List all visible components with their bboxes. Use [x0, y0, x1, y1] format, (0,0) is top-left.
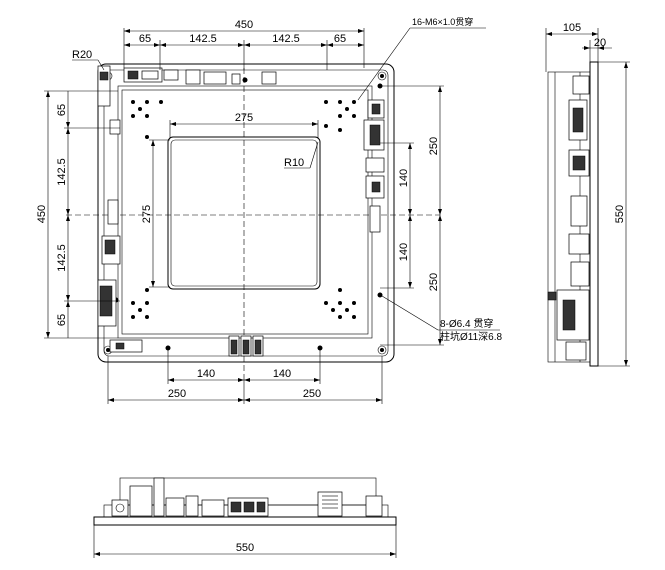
- side-view: 105 20 550: [545, 22, 630, 367]
- top-components: [123, 67, 277, 85]
- dim-side-height: 550: [614, 205, 626, 223]
- note-hole-line1: 8-Ø6.4 贯穿: [440, 317, 493, 330]
- dim-left-seg4: 65: [56, 314, 68, 326]
- left-components: [97, 65, 143, 353]
- side-flange: [589, 61, 599, 367]
- mounting-plate-inner: [121, 89, 369, 335]
- dim-left-seg1: 65: [56, 104, 68, 116]
- bottom-view: 550: [93, 477, 397, 558]
- side-components: [547, 75, 590, 361]
- bottom-flange: [93, 516, 397, 526]
- leader-notes: 16-M6×1.0贯穿 8-Ø6.4 贯穿 柱坑Ø11深6.8: [357, 16, 502, 343]
- outer-frame: [97, 63, 395, 363]
- dim-top-total: 450: [235, 19, 253, 31]
- dim-right-140-bottom: 140: [398, 243, 410, 261]
- dim-bottom-140-left: 140: [197, 368, 215, 380]
- dim-bottom-140-right: 140: [273, 368, 291, 380]
- dim-right-250-bottom: 250: [428, 273, 440, 291]
- dim-side-flange: 20: [594, 37, 606, 49]
- side-body: [547, 71, 591, 363]
- dimension-right: 250 250 140 140: [380, 85, 444, 346]
- dim-top-seg3: 142.5: [272, 33, 300, 45]
- dim-left-total: 450: [36, 205, 48, 223]
- dim-bottom-250-right: 250: [303, 388, 321, 400]
- dim-top-seg1: 65: [139, 33, 151, 45]
- radius-labels: R20 R10: [72, 49, 319, 169]
- dim-inner-height: 275: [141, 205, 153, 223]
- dimension-left: 450 65 142.5 142.5 65: [36, 90, 120, 339]
- top-view: 450 65 142.5 142.5 65 R20 R10 275: [36, 16, 502, 404]
- dimension-top: 450 65 142.5 142.5 65: [123, 19, 365, 70]
- dim-inner-width: 275: [235, 112, 253, 124]
- note-thread: 16-M6×1.0贯穿: [412, 16, 473, 27]
- right-components: [363, 99, 385, 233]
- dim-right-140-top: 140: [398, 169, 410, 187]
- dim-left-seg2: 142.5: [56, 158, 68, 186]
- dim-top-seg2: 142.5: [189, 33, 217, 45]
- dim-bottom-width: 550: [236, 542, 254, 554]
- dim-right-250-top: 250: [428, 137, 440, 155]
- dim-left-seg3: 142.5: [56, 244, 68, 272]
- bottom-connectors: [228, 335, 264, 357]
- dimension-bottom: 140 140 250 250: [107, 350, 383, 404]
- dimension-inner: 275 275: [141, 112, 319, 288]
- radius-outer-label: R20: [72, 49, 92, 61]
- hole-pattern: [113, 77, 383, 351]
- dim-top-seg4: 65: [334, 33, 346, 45]
- note-hole-line2: 柱坑Ø11深6.8: [440, 330, 502, 343]
- dim-bottom-250-left: 250: [168, 388, 186, 400]
- radius-inner-label: R10: [284, 157, 304, 169]
- bottom-components: [111, 477, 383, 517]
- dim-side-depth: 105: [563, 22, 581, 34]
